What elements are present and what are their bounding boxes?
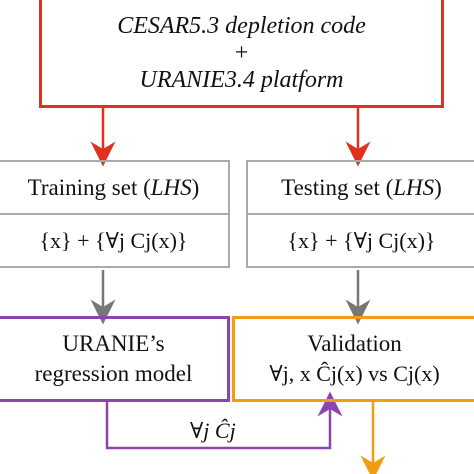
- testing-open-paren: (: [385, 174, 394, 200]
- testing-set-method: LHS: [393, 174, 435, 200]
- training-set-title-row: Training set (LHS): [28, 175, 200, 201]
- edge-label: ∀j Ĉj: [190, 418, 236, 443]
- source-box: CESAR5.3 depletion code + URANIE3.4 plat…: [39, 0, 444, 108]
- training-set-formula: {x} + {∀j Cj(x)}: [39, 227, 188, 253]
- testing-close-paren: ): [434, 174, 442, 200]
- validation-formula: ∀j, x Ĉj(x) vs Cj(x): [269, 361, 440, 386]
- training-open-paren: (: [143, 174, 151, 200]
- training-set-method: LHS: [150, 174, 192, 200]
- source-plus: +: [234, 39, 249, 66]
- testing-set-title: Testing set: [281, 174, 380, 200]
- arrow-model-to-validation: [105, 391, 343, 450]
- regression-model-box: URANIE’s regression model: [0, 316, 230, 402]
- testing-set-formula: {x} + {∀j Cj(x)}: [287, 227, 436, 253]
- training-close-paren: ): [191, 174, 200, 200]
- testing-set-title-row: Testing set (LHS): [281, 175, 442, 201]
- source-line1: CESAR5.3 depletion code: [117, 12, 366, 39]
- regression-model-line2: regression model: [34, 361, 193, 386]
- training-set-header: Training set (LHS): [0, 160, 230, 215]
- regression-model-line1: URANIE’s: [62, 331, 165, 356]
- testing-set-formula-box: {x} + {∀j Cj(x)}: [246, 213, 474, 268]
- validation-title: Validation: [307, 331, 402, 356]
- training-set-formula-box: {x} + {∀j Cj(x)}: [0, 213, 230, 268]
- testing-set-header: Testing set (LHS): [246, 160, 474, 215]
- validation-box: Validation ∀j, x Ĉj(x) vs Cj(x): [232, 316, 474, 402]
- source-line2: URANIE3.4 platform: [139, 66, 344, 93]
- training-set-title: Training set: [27, 174, 138, 200]
